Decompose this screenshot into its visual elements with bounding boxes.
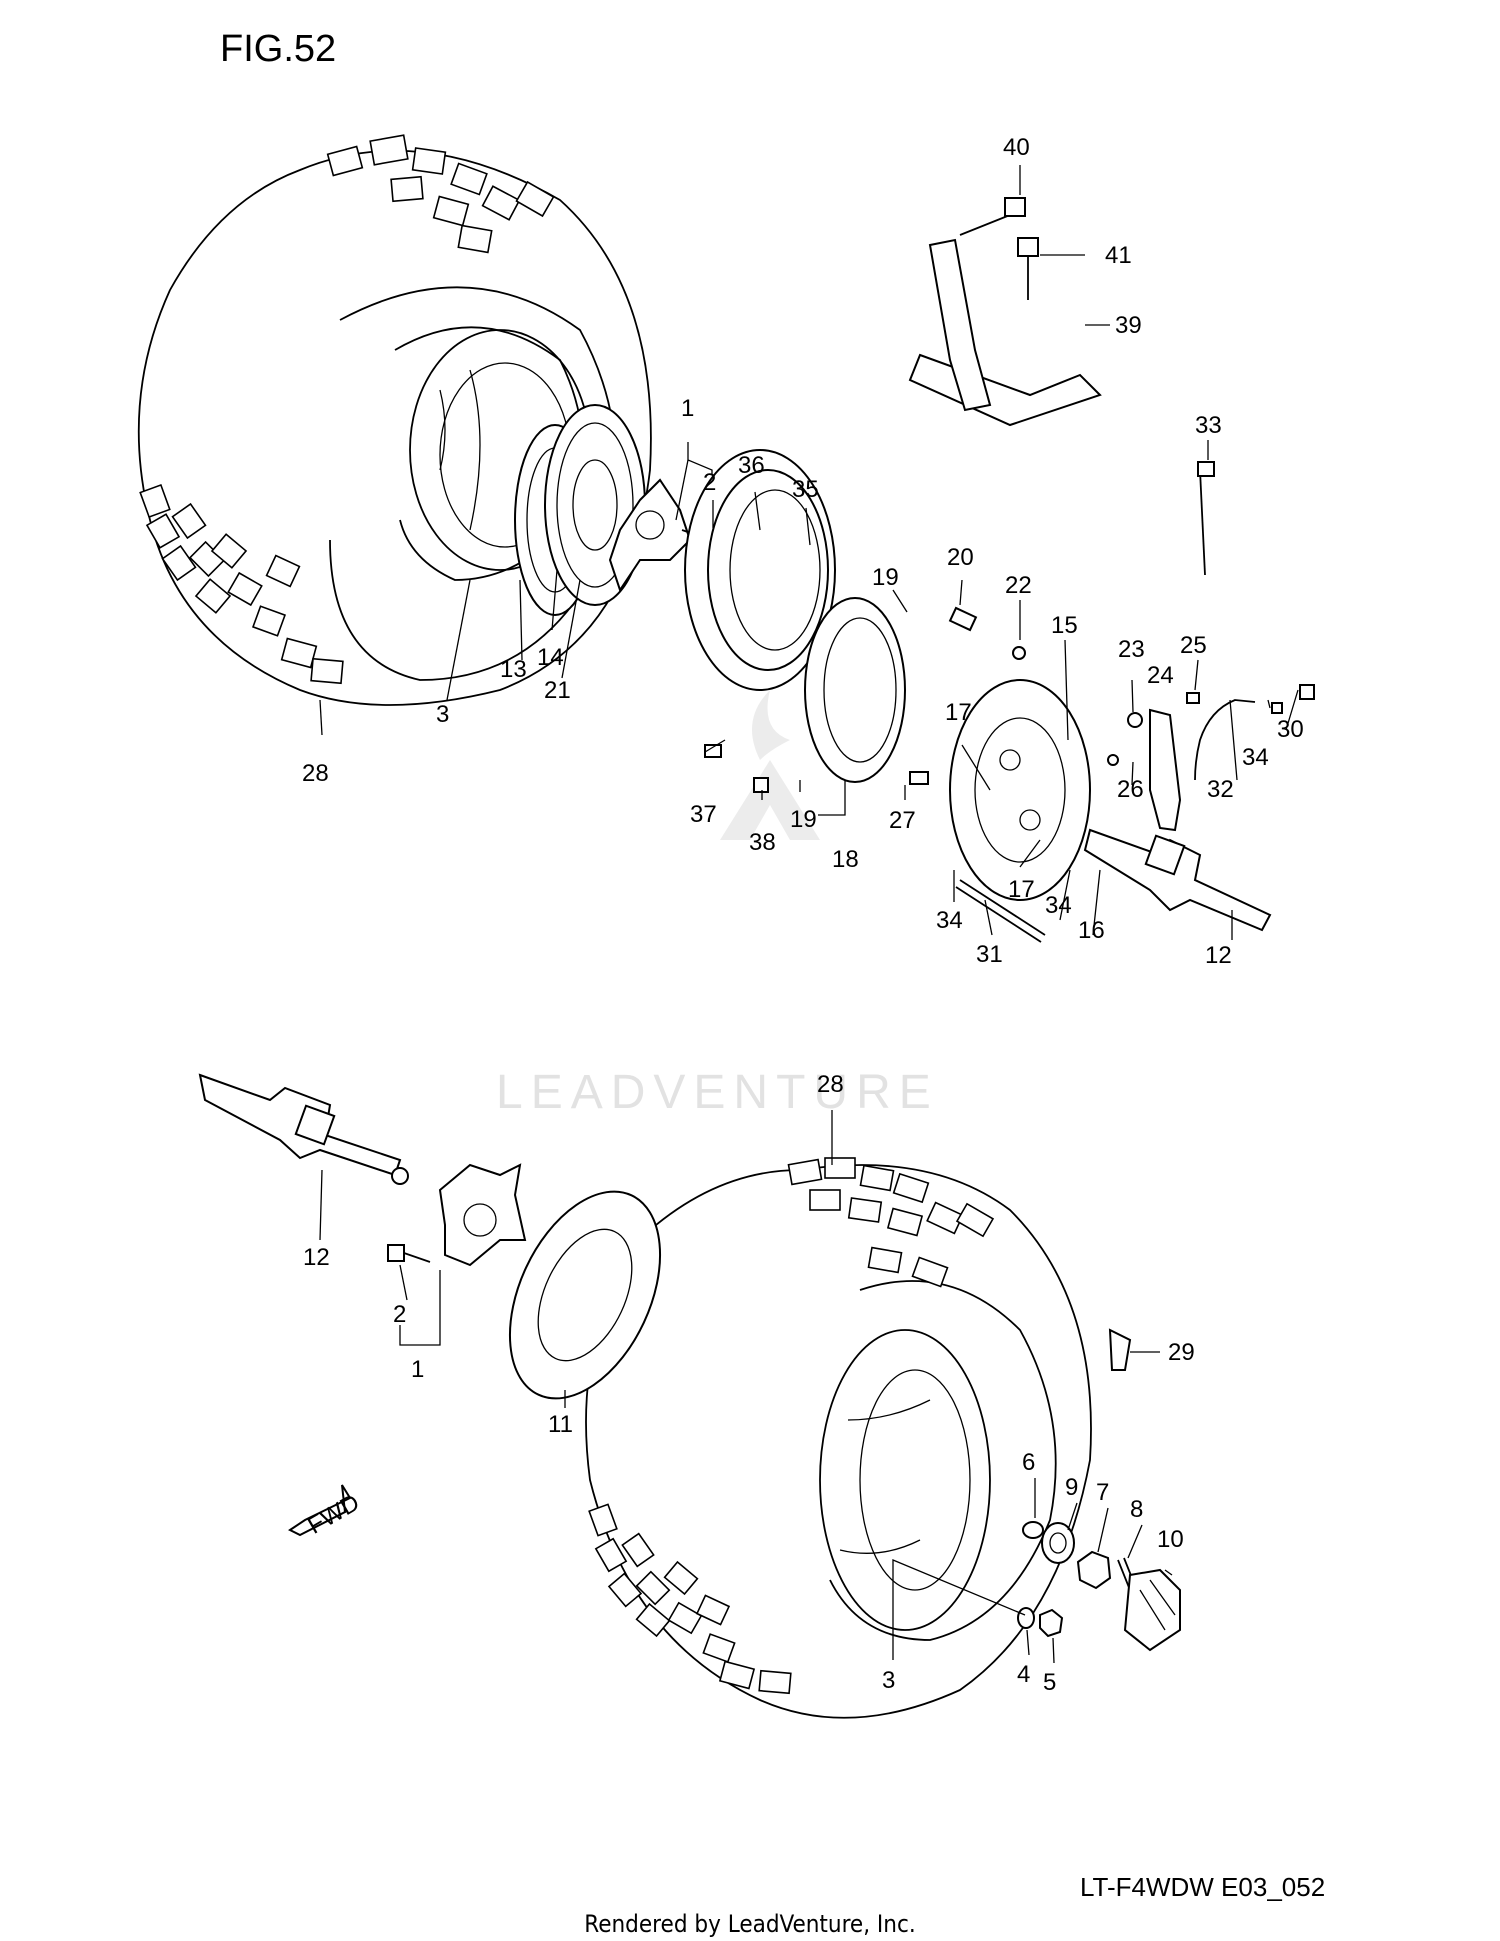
callout-24: 24 — [1147, 662, 1174, 689]
disc-part-11 — [508, 1190, 662, 1400]
axle-part-12-bottom — [198, 1073, 409, 1185]
callout-13: 13 — [500, 656, 527, 683]
callout-28-bottom: 28 — [817, 1071, 844, 1098]
bolt-part-2-bottom — [387, 1244, 431, 1263]
callout-6: 6 — [1022, 1449, 1035, 1476]
callout-30: 30 — [1277, 716, 1304, 743]
callout-3-top: 3 — [436, 701, 449, 728]
callout-16: 16 — [1078, 917, 1105, 944]
callout-5: 5 — [1043, 1669, 1056, 1696]
callout-20: 20 — [947, 544, 974, 571]
pin-part-29 — [1108, 1328, 1132, 1371]
callout-11: 11 — [548, 1411, 573, 1438]
callout-18: 18 — [832, 846, 859, 873]
callout-41: 41 — [1105, 242, 1132, 269]
callout-7: 7 — [1096, 1479, 1109, 1506]
callout-21: 21 — [544, 677, 571, 704]
watermark-text: LEADVENTURE — [496, 1066, 939, 1119]
callout-4: 4 — [1017, 1661, 1030, 1688]
callout-26: 26 — [1117, 776, 1144, 803]
callout-19-bottom: 19 — [790, 806, 817, 833]
callout-28-top: 28 — [302, 760, 329, 787]
tire-bottom-tread — [588, 1157, 995, 1695]
cap-part-10 — [1123, 1568, 1181, 1652]
fwd-label: FWD — [303, 1489, 364, 1540]
callout-10: 10 — [1157, 1526, 1184, 1553]
callout-33: 33 — [1195, 412, 1222, 439]
leader-lines — [319, 165, 1299, 1664]
washer-part-6 — [1022, 1521, 1044, 1539]
callout-2-top: 2 — [703, 469, 716, 496]
drawing-code: LT-F4WDW E03_052 — [1080, 1872, 1326, 1902]
callout-9: 9 — [1065, 1474, 1078, 1501]
callout-29: 29 — [1168, 1339, 1195, 1366]
callout-35: 35 — [792, 476, 819, 503]
callout-34-right: 34 — [1242, 744, 1269, 771]
callout-32: 32 — [1207, 776, 1234, 803]
brake-shoes-part-18 — [804, 597, 906, 783]
rod-part-31 — [955, 879, 1046, 943]
callout-1-top: 1 — [681, 395, 694, 422]
small-parts-top — [704, 606, 1315, 793]
nut-part-7 — [1076, 1550, 1112, 1590]
washer-part-9 — [1041, 1522, 1075, 1564]
nut-part-5 — [1039, 1608, 1064, 1638]
callout-31: 31 — [976, 941, 1003, 968]
callout-2-bottom: 2 — [393, 1301, 406, 1328]
hub-part-1-top — [608, 478, 692, 593]
callout-15: 15 — [1051, 612, 1078, 639]
hub-part-1-bottom — [438, 1163, 527, 1267]
arm-part-24 — [1149, 708, 1182, 832]
tire-bottom — [585, 1164, 1092, 1719]
figure-title: FIG.52 — [220, 28, 337, 70]
callout-34-left: 34 — [936, 907, 963, 934]
callout-39: 39 — [1115, 312, 1142, 339]
callout-40: 40 — [1003, 134, 1030, 161]
callout-1-bottom: 1 — [411, 1356, 424, 1383]
callout-38: 38 — [749, 829, 776, 856]
tire-top-tread — [139, 134, 555, 685]
footer-credit: Rendered by LeadVenture, Inc. — [584, 1910, 916, 1938]
bolt-part-41 — [1017, 237, 1039, 300]
watermark: LEADVENTURE — [496, 690, 939, 1119]
callout-37: 37 — [690, 801, 717, 828]
bracket-part-39 — [908, 238, 1102, 427]
axle-part-12-top — [1083, 828, 1272, 932]
callout-17-bottom: 17 — [1008, 876, 1035, 903]
callout-3-bottom: 3 — [882, 1667, 895, 1694]
callouts: 40 41 39 33 1 2 36 35 20 19 22 15 23 25 … — [302, 134, 1304, 1696]
callout-36: 36 — [738, 452, 765, 479]
callout-14: 14 — [537, 644, 564, 671]
callout-12-top: 12 — [1205, 942, 1232, 969]
drum-part-36-35 — [684, 449, 836, 691]
fwd-arrow: FWD — [288, 1484, 364, 1540]
washer-part-4 — [1017, 1607, 1035, 1629]
callout-19-top: 19 — [872, 564, 899, 591]
callout-23: 23 — [1118, 636, 1145, 663]
callout-25: 25 — [1180, 632, 1207, 659]
callout-12-bottom: 12 — [303, 1244, 330, 1271]
callout-27: 27 — [889, 807, 916, 834]
callout-22: 22 — [1005, 572, 1032, 599]
callout-8: 8 — [1130, 1496, 1143, 1523]
bolt-part-40 — [959, 197, 1026, 236]
rod-part-33 — [1197, 461, 1215, 576]
hose-part-32 — [1194, 699, 1256, 781]
callout-17-top: 17 — [945, 699, 972, 726]
callout-34-mid: 34 — [1045, 892, 1072, 919]
brake-panel-part-15 — [949, 679, 1091, 901]
